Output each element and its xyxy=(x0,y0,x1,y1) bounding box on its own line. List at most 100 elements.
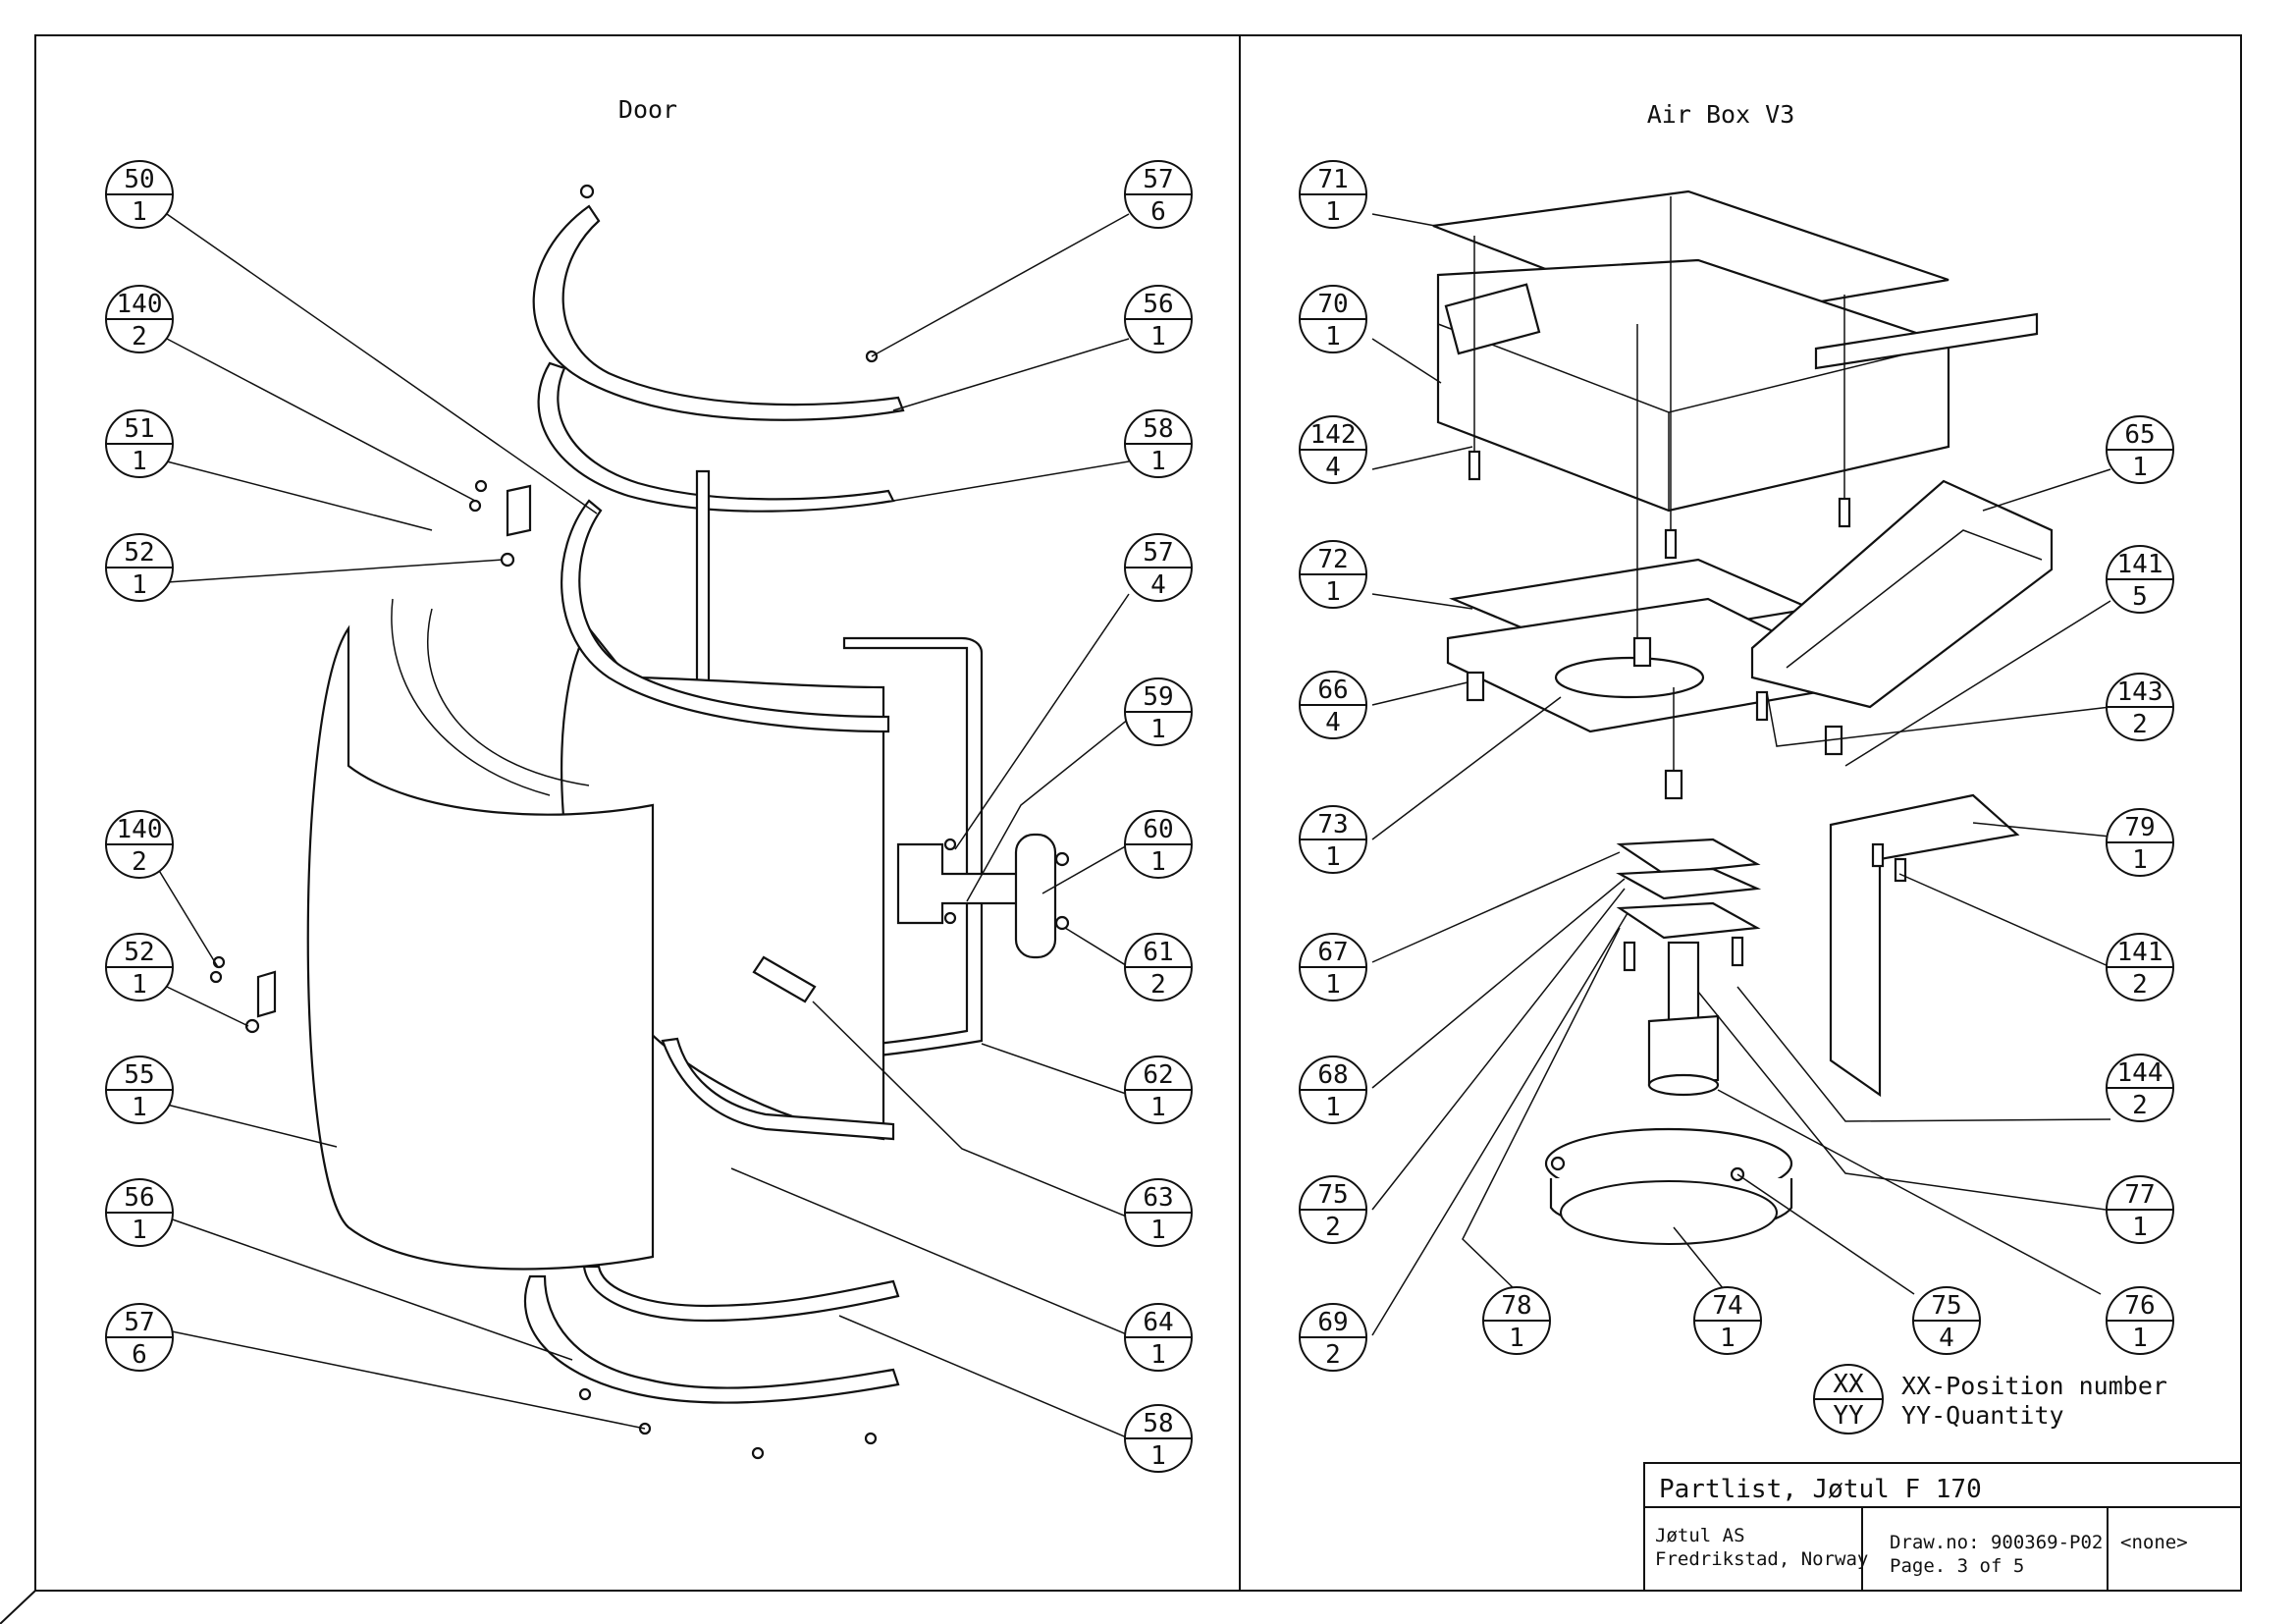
balloon-quantity: 1 xyxy=(1509,1324,1524,1353)
balloon-position-number: 144 xyxy=(2117,1058,2163,1088)
balloon-quantity: 5 xyxy=(2132,582,2148,612)
corner-mark xyxy=(0,1590,36,1624)
legend-top-code: XX xyxy=(1833,1370,1864,1399)
balloon-b24: 721 xyxy=(1299,540,1367,609)
balloon-quantity: 1 xyxy=(1150,322,1166,352)
balloon-b18: 631 xyxy=(1124,1178,1193,1247)
balloon-position-number: 58 xyxy=(1143,1409,1173,1438)
balloon-position-number: 140 xyxy=(117,815,163,844)
balloon-quantity: 2 xyxy=(2132,710,2148,739)
balloon-position-number: 62 xyxy=(1143,1060,1173,1090)
balloon-quantity: 1 xyxy=(132,1216,147,1245)
title-block-title: Partlist, Jøtul F 170 xyxy=(1659,1475,1982,1504)
balloon-quantity: 1 xyxy=(1150,1441,1166,1471)
balloon-b03: 511 xyxy=(105,409,174,478)
legend-line-2: YY-Quantity xyxy=(1901,1401,2064,1430)
balloon-position-number: 75 xyxy=(1931,1291,1961,1321)
balloon-b25: 664 xyxy=(1299,671,1367,739)
airbox-title: Air Box V3 xyxy=(1647,100,1795,129)
balloon-position-number: 73 xyxy=(1317,810,1348,839)
balloon-quantity: 1 xyxy=(1325,577,1341,607)
balloon-position-number: 56 xyxy=(124,1183,154,1213)
balloon-position-number: 141 xyxy=(2117,938,2163,967)
balloon-quantity: 2 xyxy=(2132,1091,2148,1120)
balloon-b11: 561 xyxy=(1124,285,1193,353)
balloon-b10: 576 xyxy=(1124,160,1193,229)
balloon-quantity: 1 xyxy=(1720,1324,1735,1353)
balloon-quantity: 4 xyxy=(1150,570,1166,600)
title-block: Partlist, Jøtul F 170 Jøtul AS Fredrikst… xyxy=(1643,1462,2242,1592)
balloon-quantity: 1 xyxy=(132,197,147,227)
balloon-b28: 681 xyxy=(1299,1056,1367,1124)
balloon-quantity: 1 xyxy=(2132,1213,2148,1242)
balloon-quantity: 1 xyxy=(1150,847,1166,877)
balloon-position-number: 68 xyxy=(1317,1060,1348,1090)
balloon-quantity: 4 xyxy=(1325,708,1341,737)
balloon-b09: 576 xyxy=(105,1303,174,1372)
balloon-position-number: 76 xyxy=(2124,1291,2155,1321)
title-block-location: Fredrikstad, Norway xyxy=(1655,1548,1868,1570)
balloon-b14: 591 xyxy=(1124,677,1193,746)
legend-line-1: XX-Position number xyxy=(1901,1372,2167,1400)
legend: XX YY XX-Position number YY-Quantity xyxy=(1813,1364,2167,1435)
balloon-quantity: 4 xyxy=(1325,453,1341,482)
balloon-b32: 741 xyxy=(1693,1286,1762,1355)
balloon-quantity: 1 xyxy=(2132,845,2148,875)
balloon-b38: 791 xyxy=(2106,808,2174,877)
door-assembly-illustration xyxy=(209,184,1070,1460)
balloon-position-number: 57 xyxy=(1143,538,1173,568)
balloon-quantity: 1 xyxy=(2132,453,2148,482)
leader-lines xyxy=(154,213,2111,1439)
legend-bottom-code: YY xyxy=(1833,1401,1864,1431)
balloon-position-number: 72 xyxy=(1317,545,1348,574)
balloon-quantity: 1 xyxy=(132,1093,147,1122)
balloon-quantity: 2 xyxy=(1325,1213,1341,1242)
balloon-quantity: 1 xyxy=(1150,715,1166,744)
balloon-quantity: 2 xyxy=(132,847,147,877)
balloon-position-number: 55 xyxy=(124,1060,154,1090)
title-block-page: Page. 3 of 5 xyxy=(1890,1555,2024,1577)
balloon-quantity: 1 xyxy=(1325,1093,1341,1122)
balloon-b31: 781 xyxy=(1482,1286,1551,1355)
balloon-quantity: 2 xyxy=(1150,970,1166,1000)
title-block-draw-no: Draw.no: 900369-P02 xyxy=(1890,1532,2103,1553)
balloon-position-number: 70 xyxy=(1317,290,1348,319)
balloon-position-number: 142 xyxy=(1310,420,1357,450)
balloon-quantity: 1 xyxy=(132,970,147,1000)
title-block-company: Jøtul AS xyxy=(1655,1525,1745,1546)
balloon-position-number: 77 xyxy=(2124,1180,2155,1210)
balloon-position-number: 59 xyxy=(1143,682,1173,712)
balloon-group: 5011402511521140252155156157657656158157… xyxy=(105,160,2174,1473)
balloon-position-number: 141 xyxy=(2117,550,2163,579)
balloon-b20: 581 xyxy=(1124,1404,1193,1473)
balloon-position-number: 58 xyxy=(1143,414,1173,444)
balloon-position-number: 69 xyxy=(1317,1308,1348,1337)
balloon-b12: 581 xyxy=(1124,409,1193,478)
balloon-quantity: 1 xyxy=(132,570,147,600)
balloon-position-number: 66 xyxy=(1317,676,1348,705)
balloon-position-number: 50 xyxy=(124,165,154,194)
balloon-position-number: 51 xyxy=(124,414,154,444)
balloon-position-number: 61 xyxy=(1143,938,1173,967)
balloon-quantity: 6 xyxy=(1150,197,1166,227)
balloon-quantity: 1 xyxy=(132,447,147,476)
title-block-extra: <none> xyxy=(2120,1532,2188,1553)
balloon-position-number: 57 xyxy=(1143,165,1173,194)
balloon-position-number: 64 xyxy=(1143,1308,1173,1337)
balloon-quantity: 6 xyxy=(132,1340,147,1370)
balloon-b06: 521 xyxy=(105,933,174,1001)
balloon-quantity: 1 xyxy=(1150,1093,1166,1122)
balloon-quantity: 2 xyxy=(132,322,147,352)
balloon-position-number: 60 xyxy=(1143,815,1173,844)
balloon-b01: 501 xyxy=(105,160,174,229)
balloon-b08: 561 xyxy=(105,1178,174,1247)
balloon-quantity: 1 xyxy=(1150,1340,1166,1370)
balloon-b35: 771 xyxy=(2106,1175,2174,1244)
balloon-b34: 761 xyxy=(2106,1286,2174,1355)
balloon-b21: 711 xyxy=(1299,160,1367,229)
balloon-position-number: 75 xyxy=(1317,1180,1348,1210)
